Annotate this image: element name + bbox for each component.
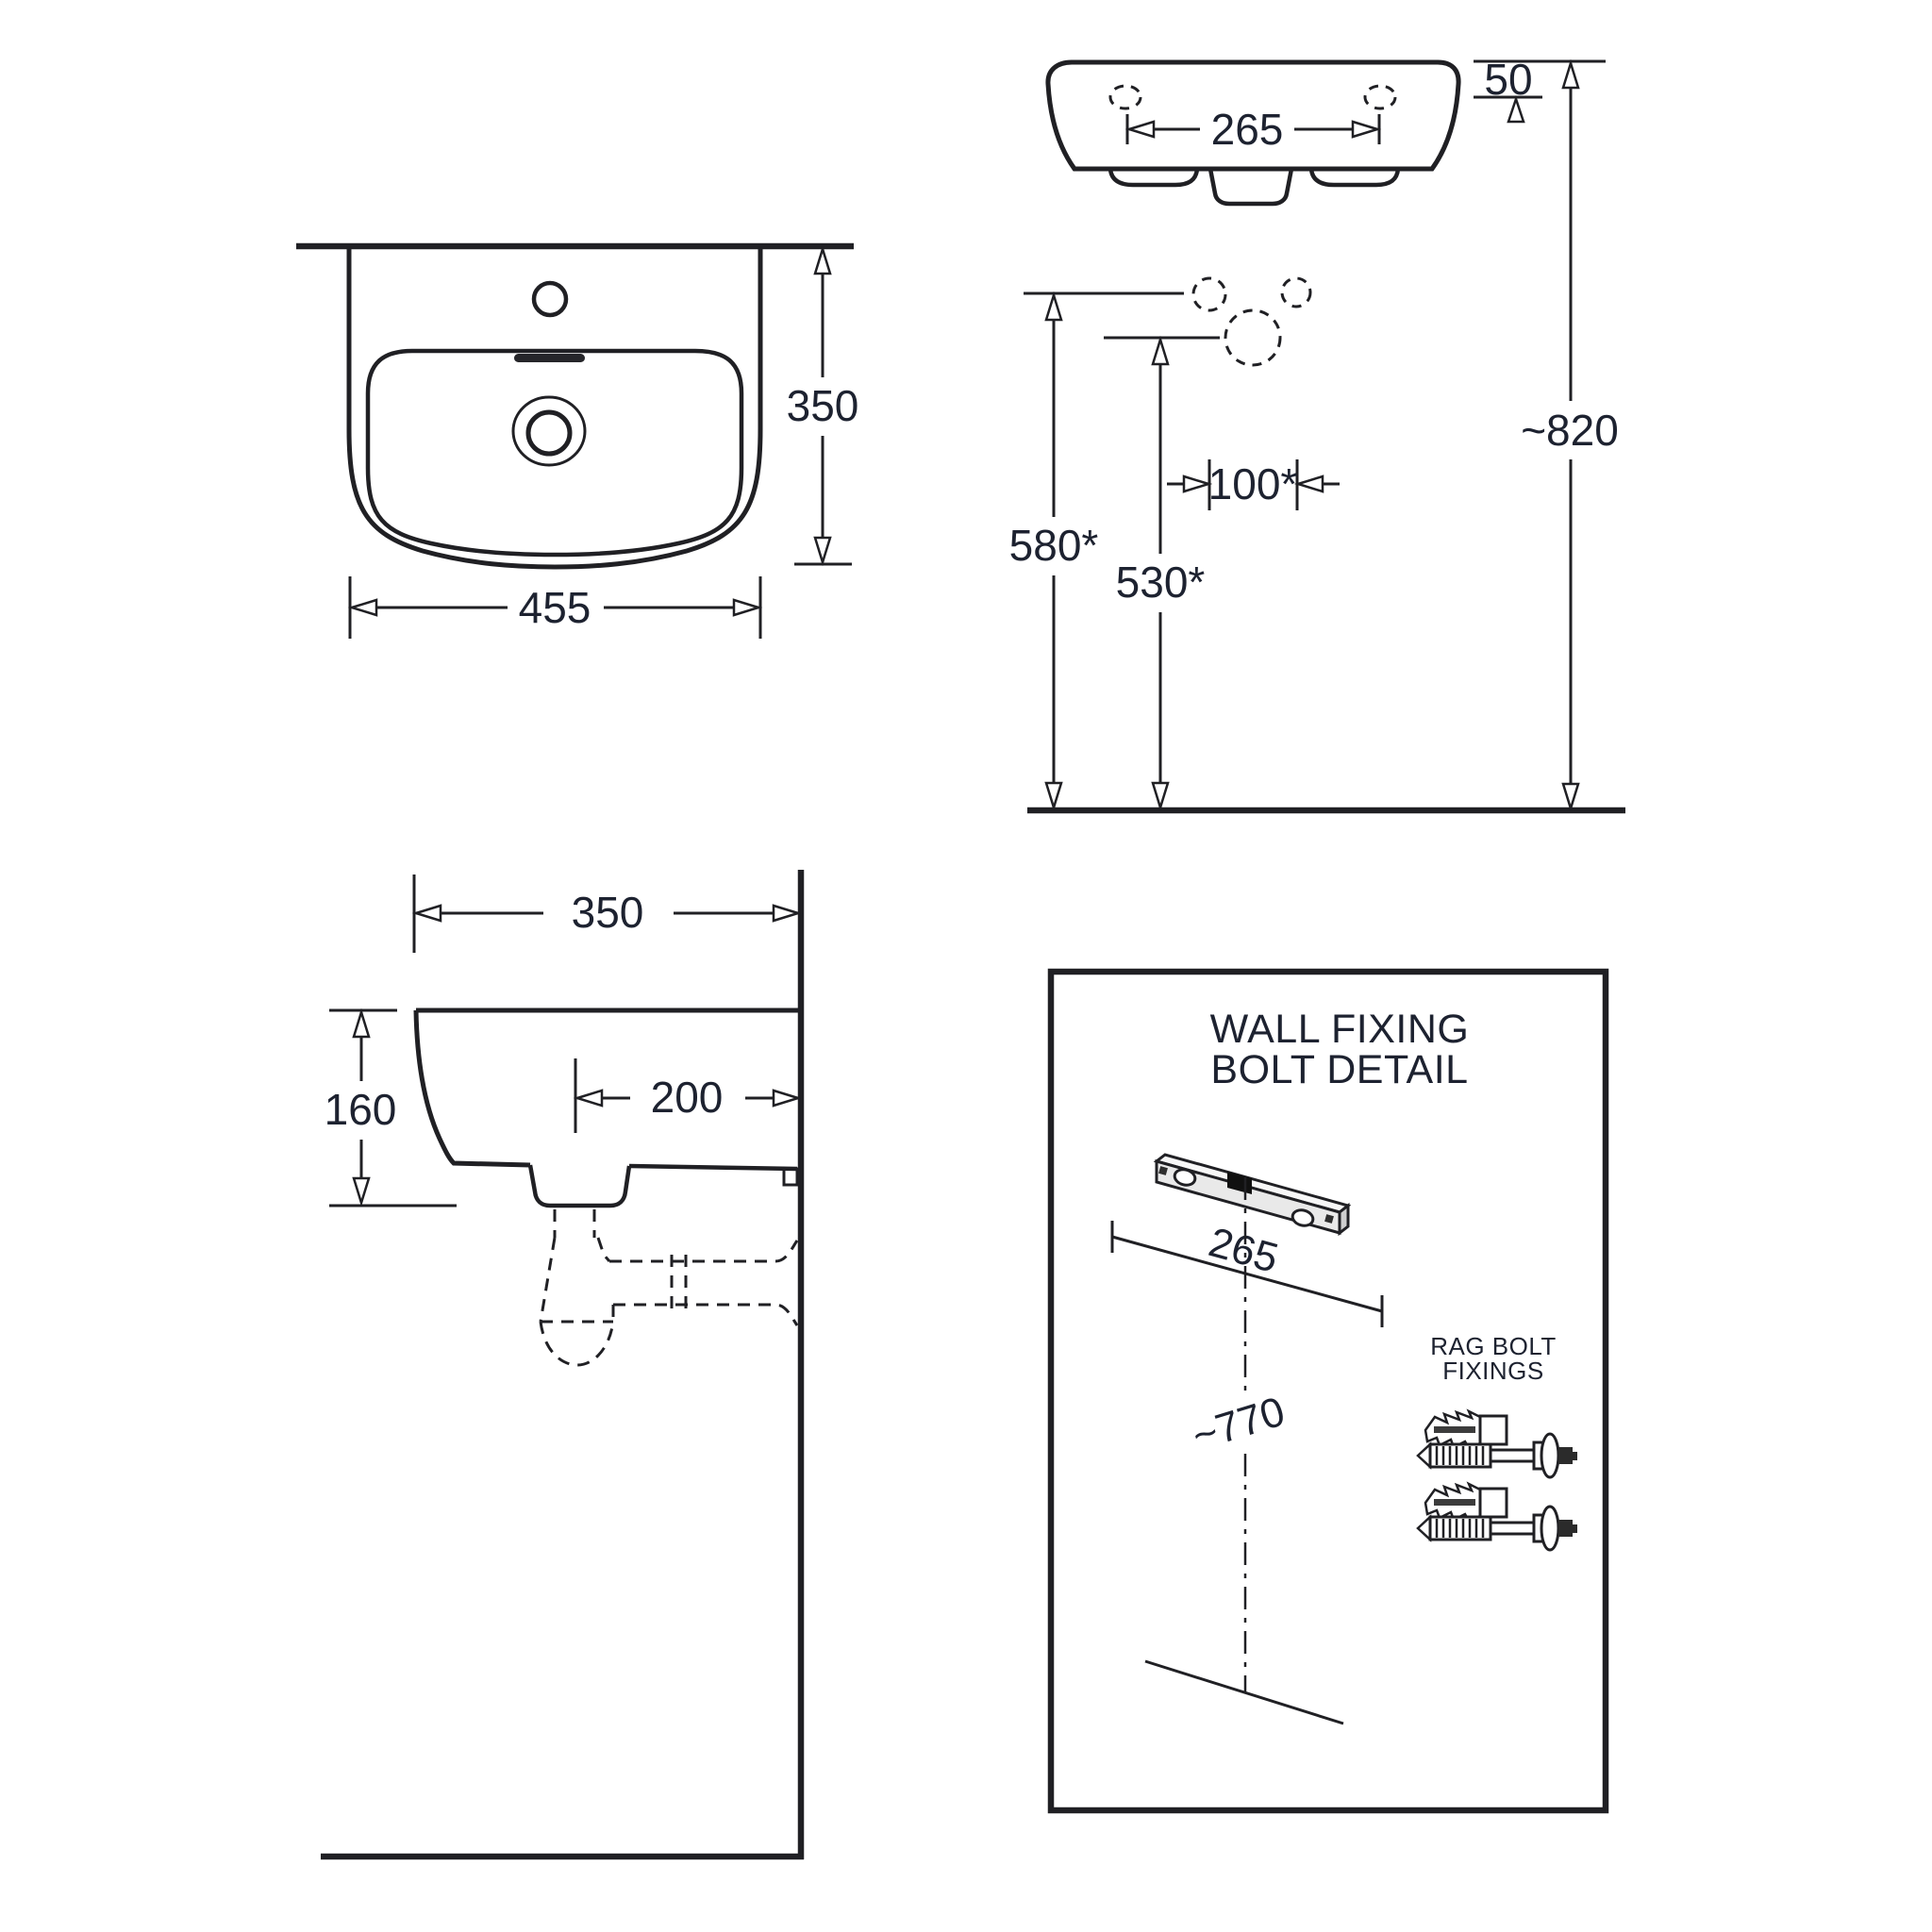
drain-inner-ring — [525, 409, 573, 457]
side-waste-offset-dimension: 200 — [573, 1058, 803, 1133]
detail-floor-line — [1144, 1659, 1344, 1725]
front-right-foot — [1308, 168, 1401, 188]
supply-pipe-right — [1280, 276, 1312, 308]
front-basin-outline — [1045, 59, 1461, 172]
side-depth-label: 350 — [572, 888, 644, 937]
front-waste-outlet — [1208, 168, 1294, 207]
front-left-foot — [1108, 168, 1200, 188]
plan-width-label: 455 — [519, 583, 591, 632]
tap-hole — [531, 280, 569, 318]
side-waste-trap — [539, 1209, 799, 1367]
plan-view: 350 455 — [296, 242, 859, 639]
supply-height-label: 580* — [1009, 521, 1099, 570]
bracket-height-label: ~770 — [1187, 1389, 1290, 1460]
plan-basin-outline — [346, 248, 763, 570]
side-drain-cup — [527, 1164, 632, 1208]
supply-spacing-label: 100* — [1208, 459, 1298, 508]
side-depth-dimension: 350 — [411, 874, 803, 953]
detail-title-line1: WALL FIXING — [1210, 1007, 1470, 1052]
fixing-hole-left — [1108, 84, 1142, 110]
rim-to-holes-dimension: 50 — [1474, 55, 1606, 124]
side-waste-offset-label: 200 — [651, 1073, 724, 1122]
bolt-nut — [1558, 1447, 1573, 1464]
supply-spacing-dimension: 100* — [1167, 459, 1340, 510]
rag-bolt-label-line1: RAG BOLT — [1430, 1332, 1557, 1360]
fixing-hole-right — [1363, 84, 1397, 110]
bolt-tip — [1416, 1441, 1432, 1470]
side-wall-clip — [782, 1167, 799, 1187]
detail-box-border — [1047, 968, 1609, 1814]
plan-depth-dimension: 350 — [787, 244, 859, 567]
rag-bolt-fixing — [1416, 1408, 1577, 1479]
plan-width-dimension: 455 — [347, 576, 763, 639]
supply-height-dimension: 580* — [1009, 291, 1184, 812]
wall-fixing-box: WALL FIXING BOLT DETAIL 265 ~770 RAG BOL… — [1047, 968, 1609, 1814]
fixing-hole-spacing-label: 265 — [1211, 105, 1284, 154]
waste-height-dimension: 530* — [1104, 335, 1220, 812]
rim-to-holes-label: 50 — [1484, 55, 1532, 104]
side-basin-front — [413, 1009, 531, 1168]
fixing-bracket — [1153, 1153, 1352, 1237]
bracket-spacing-dimension: 265 — [1110, 1219, 1384, 1327]
side-view: 350 160 200 — [321, 870, 805, 1860]
bracket-hole-right — [1291, 1208, 1315, 1227]
side-height-label: 160 — [325, 1085, 397, 1134]
waste-pipe-circle — [1224, 308, 1282, 367]
bolt-thread — [1428, 1442, 1492, 1469]
fixing-hole-spacing-dimension: 265 — [1124, 105, 1382, 154]
detail-title-line2: BOLT DETAIL — [1210, 1047, 1468, 1092]
rim-height-dimension: ~820 — [1521, 58, 1619, 813]
rag-bolt-fixing-2 — [1416, 1482, 1579, 1552]
supply-pipe-left — [1191, 276, 1227, 312]
rag-bolt-label-line2: FIXINGS — [1442, 1357, 1544, 1385]
plan-depth-label: 350 — [787, 381, 859, 430]
front-view: 265 50 ~820 580* — [1009, 55, 1625, 814]
plan-basin-rim — [365, 348, 744, 558]
bolt-washer — [1540, 1432, 1560, 1479]
side-basin-bottom — [628, 1163, 798, 1172]
overflow-slot — [514, 354, 585, 362]
side-height-dimension: 160 — [325, 1008, 457, 1208]
drain-outer-ring — [511, 395, 587, 467]
bracket-spacing-label: 265 — [1204, 1219, 1283, 1282]
waste-height-label: 530* — [1116, 558, 1206, 607]
bracket-hole-left — [1173, 1168, 1197, 1187]
rim-height-label: ~820 — [1521, 406, 1619, 455]
